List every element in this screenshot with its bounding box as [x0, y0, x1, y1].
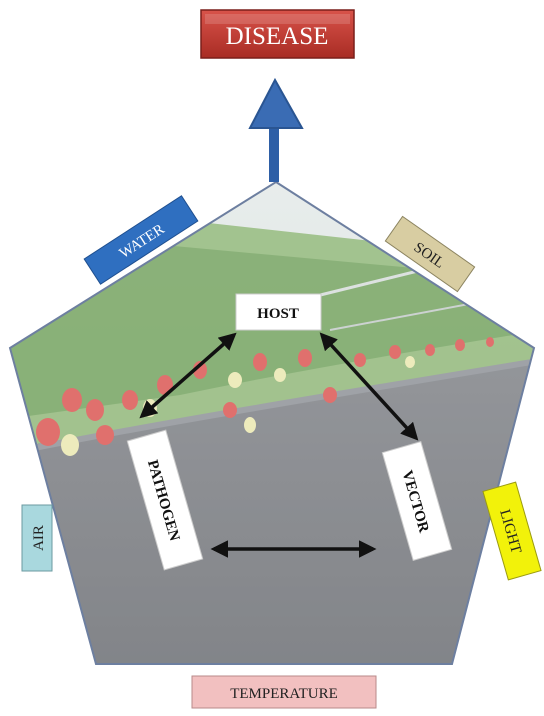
host-label: HOST — [257, 306, 299, 322]
up-arrow — [248, 77, 304, 182]
host-vector-arrow — [319, 332, 419, 441]
air-tag: AIR — [21, 504, 53, 572]
air-label: AIR — [31, 525, 47, 551]
temperature-tag: TEMPERATURE — [191, 675, 377, 709]
disease-label: DISEASE — [226, 23, 329, 50]
host-pathogen-arrow — [139, 332, 237, 419]
pentagon-outline — [8, 180, 536, 665]
vector-box: VECTOR — [381, 441, 453, 561]
disease-box: DISEASE — [200, 9, 355, 59]
temperature-label: TEMPERATURE — [230, 686, 338, 702]
water-tag: WATER — [83, 195, 199, 285]
host-box: HOST — [235, 293, 322, 331]
pathogen-box: PATHOGEN — [126, 429, 204, 571]
light-tag: LIGHT — [482, 481, 542, 581]
